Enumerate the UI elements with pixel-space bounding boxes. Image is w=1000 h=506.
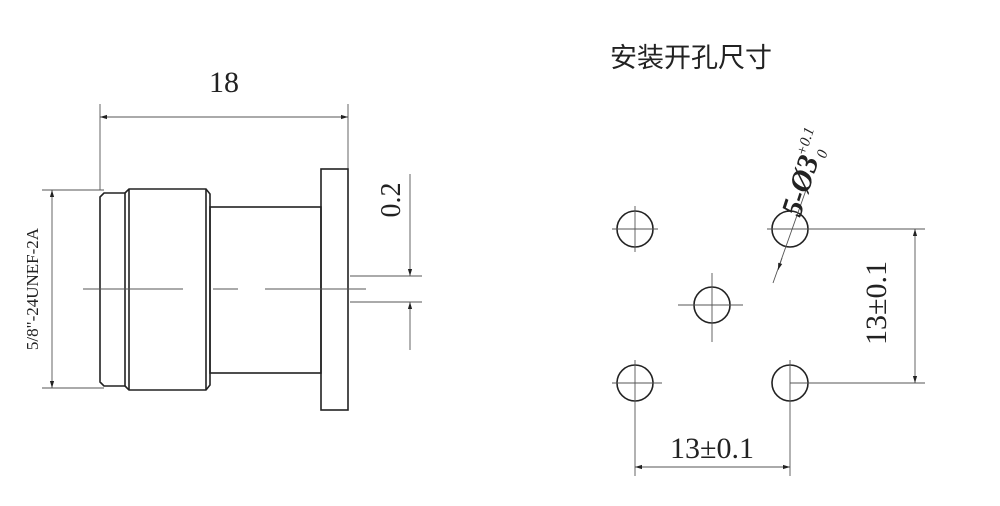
hole (771, 360, 925, 476)
hole (612, 206, 658, 252)
thread-spec-label: 5/8"-24UNEF-2A (23, 227, 42, 350)
leader-arrow (777, 257, 783, 271)
connector-front-ring (99, 192, 126, 387)
horizontal-spacing-label: 13±0.1 (670, 432, 754, 465)
hole-callout-label: 5-Ø3 (775, 151, 825, 220)
connector-flange (320, 168, 349, 411)
connector-body (209, 206, 322, 374)
vertical-spacing-label: 13±0.1 (860, 261, 893, 345)
cutout-title: 安装开孔尺寸 (610, 43, 772, 74)
hole (678, 273, 743, 342)
connector-coupling-nut (124, 188, 211, 391)
hole (612, 360, 662, 476)
hole-tolerance-lower: 0 (814, 148, 832, 161)
hole-callout: 5-Ø3 +0.1 0 (775, 125, 832, 220)
offset-dimension-label: 0.2 (376, 183, 407, 218)
length-dimension-label: 18 (209, 66, 239, 99)
mounting-cutout-view: 安装开孔尺寸 13±0.1 13±0.1 5-Ø3 +0.1 0 (610, 43, 925, 476)
side-view: 18 5/8"-24UNEF-2A 0.2 (23, 66, 422, 411)
hole (767, 210, 925, 248)
